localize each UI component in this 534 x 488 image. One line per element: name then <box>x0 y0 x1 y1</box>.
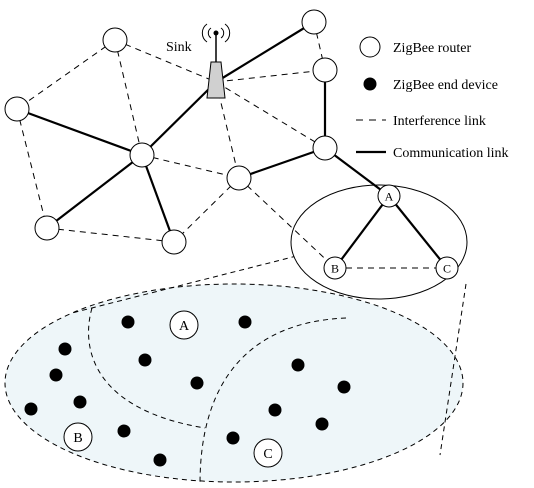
router-node <box>226 165 252 191</box>
routers <box>4 9 338 255</box>
router-node <box>4 96 30 122</box>
node-c-small-label: C <box>443 262 451 276</box>
sink-label: Sink <box>166 40 192 55</box>
end-device <box>190 376 204 390</box>
end-device <box>24 402 38 416</box>
end-device <box>117 424 131 438</box>
router-node <box>301 9 327 35</box>
legend-end-device-label: ZigBee end device <box>393 78 498 93</box>
node-a-large <box>169 310 199 340</box>
node-b-small-label: B <box>331 262 339 276</box>
node-b-large-label: B <box>73 431 82 446</box>
node-c-large <box>253 438 283 468</box>
zone-a-boundary <box>88 307 206 429</box>
node-c-large-label: C <box>263 447 272 462</box>
legend-router-icon <box>359 36 381 58</box>
end-device <box>238 315 252 329</box>
communication-links <box>16 21 448 269</box>
end-device <box>138 353 152 367</box>
end-device <box>58 342 72 356</box>
router-node <box>102 27 128 53</box>
zone-c-boundary <box>199 317 347 485</box>
cluster-nodes-small: A B C <box>323 184 459 280</box>
end-device <box>153 453 167 467</box>
router-node <box>34 215 60 241</box>
legend: ZigBee router ZigBee end device Interfer… <box>356 36 509 161</box>
zoomed-region-ellipse <box>4 283 464 483</box>
router-node <box>312 57 338 83</box>
zoom-circle <box>290 184 468 300</box>
legend-end-device-icon <box>363 77 377 91</box>
node-a-small <box>377 184 401 208</box>
node-c-small <box>435 256 459 280</box>
zoom-circle-ellipse <box>290 184 468 300</box>
zoom-connector-right <box>439 283 467 456</box>
end-device <box>121 315 135 329</box>
end-device <box>73 395 87 409</box>
end-devices <box>24 315 351 467</box>
end-device <box>315 417 329 431</box>
node-b-small <box>323 256 347 280</box>
sink-tower <box>201 23 231 99</box>
node-a-large-label: A <box>179 319 190 334</box>
legend-communication-label: Communication link <box>393 146 509 161</box>
cluster-nodes-large: A B C <box>63 310 283 468</box>
end-device <box>337 380 351 394</box>
node-a-small-label: A <box>385 190 394 204</box>
legend-interference-label: Interference link <box>393 114 486 129</box>
router-node <box>161 229 187 255</box>
router-node <box>129 142 155 168</box>
legend-router-label: ZigBee router <box>393 41 471 56</box>
node-b-large <box>63 422 93 452</box>
end-device <box>291 358 305 372</box>
end-device <box>268 403 282 417</box>
end-device <box>49 368 63 382</box>
router-node <box>312 135 338 161</box>
end-device <box>226 431 240 445</box>
